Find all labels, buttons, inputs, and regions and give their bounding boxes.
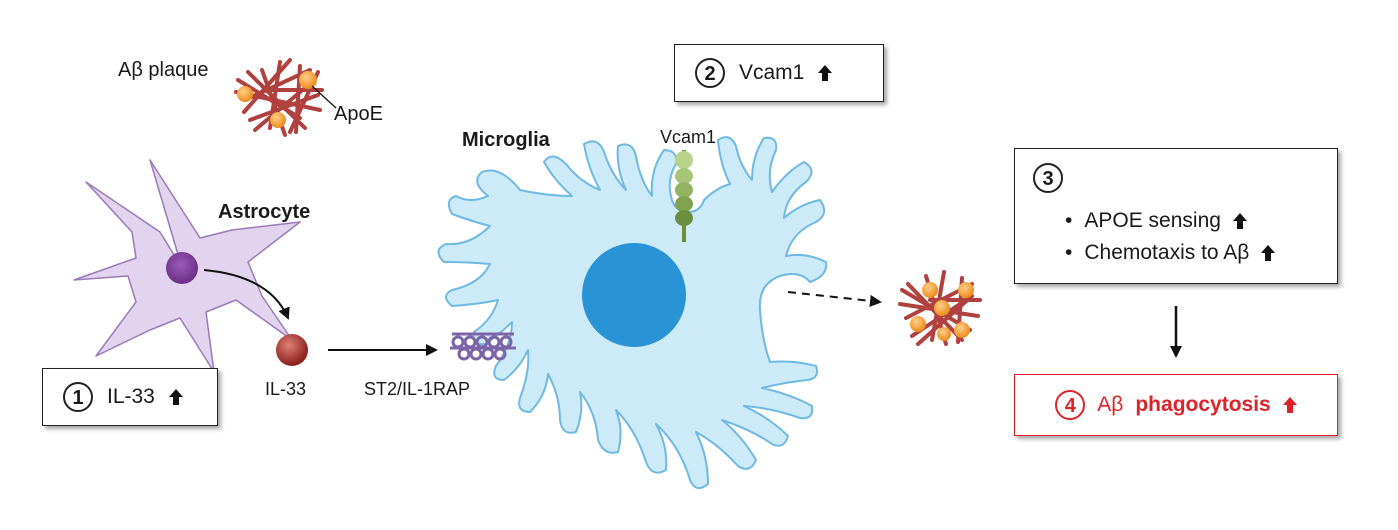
microglia-cell-icon	[437, 136, 828, 490]
step-1-text: IL-33	[107, 385, 155, 408]
step-3-bullet-text: Chemotaxis to Aβ	[1084, 241, 1250, 264]
step-3-bullet-item: • Chemotaxis to Aβ	[1065, 237, 1276, 269]
apoe-particle	[934, 300, 950, 316]
apoe-particle	[958, 282, 974, 298]
ab-plaque-label: Aβ plaque	[118, 59, 209, 81]
st2-il1rap-receptor-icon	[450, 332, 516, 361]
apoe-particle	[270, 112, 286, 128]
astrocyte-cell-icon	[73, 159, 301, 373]
step-4-text-prefix: Aβ	[1097, 393, 1124, 416]
apoe-leader-line	[311, 85, 337, 109]
step-3-box: 3 • APOE sensing • Chemotaxis to Aβ	[1014, 148, 1338, 284]
step-2-text: Vcam1	[739, 61, 805, 84]
up-arrow-icon	[168, 389, 183, 405]
apoe-label: ApoE	[334, 103, 383, 125]
microglia-label: Microglia	[462, 129, 550, 151]
step-3-bullets: • APOE sensing • Chemotaxis to Aβ	[1065, 205, 1276, 269]
apoe-particle	[237, 86, 253, 102]
up-arrow-icon	[1282, 397, 1297, 413]
il33-ligand-icon	[276, 334, 308, 366]
receptor-label: ST2/IL-1RAP	[364, 379, 471, 399]
astrocyte-nucleus	[166, 252, 198, 284]
apoe-particle	[910, 316, 926, 332]
step-3-bullet-text: APOE sensing	[1084, 209, 1221, 232]
vcam1-molecule-icon	[675, 150, 693, 242]
up-arrow-icon	[1261, 245, 1276, 261]
step-1-number: 1	[63, 382, 93, 412]
bullet-glyph: •	[1065, 209, 1073, 232]
chemotaxis-dashed-arrow	[787, 291, 882, 307]
step-4-box: 4 Aβ phagocytosis	[1014, 374, 1338, 436]
secretion-arrow	[203, 269, 290, 320]
up-arrow-icon	[1232, 213, 1247, 229]
ab-plaque-right-icon	[898, 270, 982, 346]
apoe-particle	[922, 282, 938, 298]
step-4-number: 4	[1055, 390, 1086, 420]
step-2-number: 2	[695, 58, 725, 88]
step-3-number: 3	[1033, 163, 1063, 193]
step-1-box: 1 IL-33	[42, 368, 218, 426]
microglia-nucleus	[582, 243, 686, 347]
step-3-bullet-item: • APOE sensing	[1065, 205, 1275, 237]
step-4-text-bold: phagocytosis	[1135, 393, 1271, 416]
up-arrow-icon	[818, 65, 833, 81]
bullet-glyph: •	[1065, 241, 1073, 264]
apoe-particle	[954, 322, 970, 338]
astrocyte-label: Astrocyte	[218, 201, 311, 223]
ab-plaque-icon	[234, 58, 337, 137]
apoe-particle	[937, 327, 951, 341]
vcam1-molecule-label: Vcam1	[660, 127, 717, 147]
apoe-particle	[299, 71, 317, 89]
step-2-box: 2 Vcam1	[674, 44, 884, 102]
il33-ligand-label: IL-33	[265, 379, 307, 399]
